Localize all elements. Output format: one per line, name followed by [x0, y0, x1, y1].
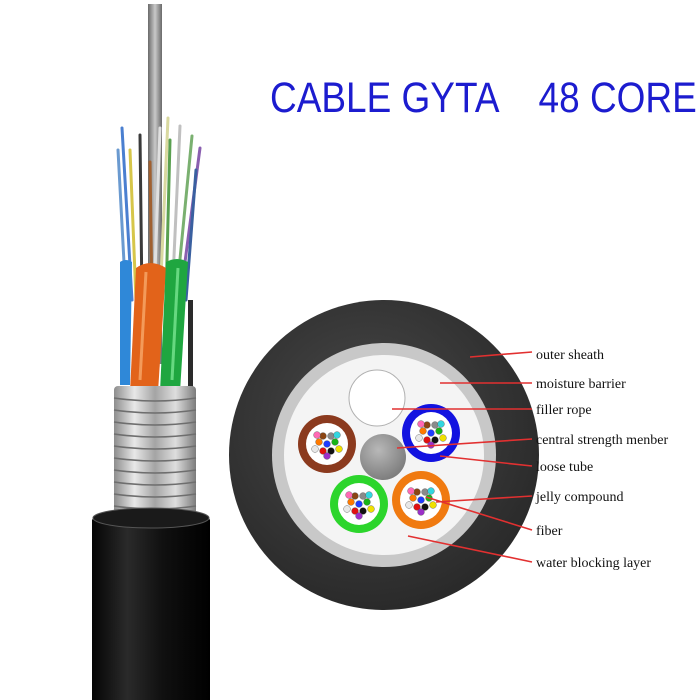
fiber-dot	[427, 487, 435, 495]
fiber-dot	[417, 508, 425, 516]
fiber-dot	[429, 501, 437, 509]
fiber-dot	[431, 436, 439, 444]
sheath-cut-edge	[92, 507, 210, 529]
loose-tube-blue	[120, 260, 132, 385]
fiber-dot	[359, 492, 367, 500]
fiber-dot	[311, 445, 319, 453]
loose-tube-orange-highlight	[138, 271, 148, 381]
fiber-dot	[421, 488, 429, 496]
fiber-dot	[365, 491, 373, 499]
fiber-dot	[313, 431, 321, 439]
label-moisture-barrier: moisture barrier	[536, 377, 626, 392]
fiber-dot	[363, 498, 371, 506]
fiber-dot	[415, 434, 423, 442]
fiber-dot	[413, 503, 421, 511]
fiber-dot	[351, 507, 359, 515]
fiber-dot	[405, 501, 413, 509]
fiber-dot	[323, 440, 331, 448]
fiber-dot	[319, 447, 327, 455]
fiber-dot	[345, 491, 353, 499]
loose-tube-green-highlight	[170, 267, 180, 381]
fiber-dot	[315, 438, 323, 446]
steel-tape-armor	[114, 386, 196, 531]
cable-illustration	[92, 4, 210, 700]
fiber-dot	[351, 492, 359, 500]
fiber-dot	[417, 496, 425, 504]
fiber-dot	[323, 452, 331, 460]
label-loose-tube: loose tube	[536, 460, 593, 475]
fiber-dot	[347, 498, 355, 506]
leader-lines	[392, 351, 533, 563]
component-labels: outer sheath moisture barrier filler rop…	[535, 348, 669, 571]
fiber-dot	[417, 420, 425, 428]
filler-rope	[348, 369, 406, 427]
label-water-blocking-layer: water blocking layer	[536, 556, 651, 571]
fiber-dot	[343, 505, 351, 513]
label-filler-rope: filler rope	[536, 403, 592, 418]
fiber-dot	[427, 429, 435, 437]
label-outer-sheath: outer sheath	[536, 348, 604, 363]
fiber-dot	[407, 487, 415, 495]
outer-sheath-jacket	[92, 508, 210, 700]
fiber-dot	[431, 421, 439, 429]
fiber-dot	[413, 488, 421, 496]
fiber-dot	[409, 494, 417, 502]
fiber-dot	[327, 432, 335, 440]
fiber-dot	[333, 431, 341, 439]
leader-central-strength-member	[396, 438, 533, 449]
fiber-dot	[335, 445, 343, 453]
fiber-dot	[435, 427, 443, 435]
fiber-dot	[355, 500, 363, 508]
leader-fiber	[425, 496, 533, 531]
fiber-dot	[423, 421, 431, 429]
label-jelly-compound: jelly compound	[535, 490, 624, 505]
fiber-dot	[423, 436, 431, 444]
cross-section	[229, 300, 539, 610]
fiber-dot	[327, 447, 335, 455]
fiber-dot	[319, 432, 327, 440]
loose-tube-orange	[130, 263, 166, 392]
leader-loose-tube	[439, 455, 533, 467]
label-central-strength-member: central strength menber	[536, 433, 669, 448]
label-fiber: fiber	[536, 524, 563, 539]
fiber-dots	[311, 420, 447, 520]
fiber-dot	[421, 503, 429, 511]
fiber-dot	[355, 512, 363, 520]
central-strength-member	[360, 434, 406, 480]
fiber-dot	[437, 420, 445, 428]
fiber-dot	[367, 505, 375, 513]
leader-jelly-compound	[435, 495, 533, 503]
fiber-dot	[439, 434, 447, 442]
leader-outer-sheath	[469, 351, 533, 358]
leader-water-blocking-layer	[407, 535, 533, 563]
filler-strand	[188, 300, 193, 390]
fiber-dot	[331, 438, 339, 446]
fiber-dot	[419, 427, 427, 435]
fiber-dot	[359, 507, 367, 515]
